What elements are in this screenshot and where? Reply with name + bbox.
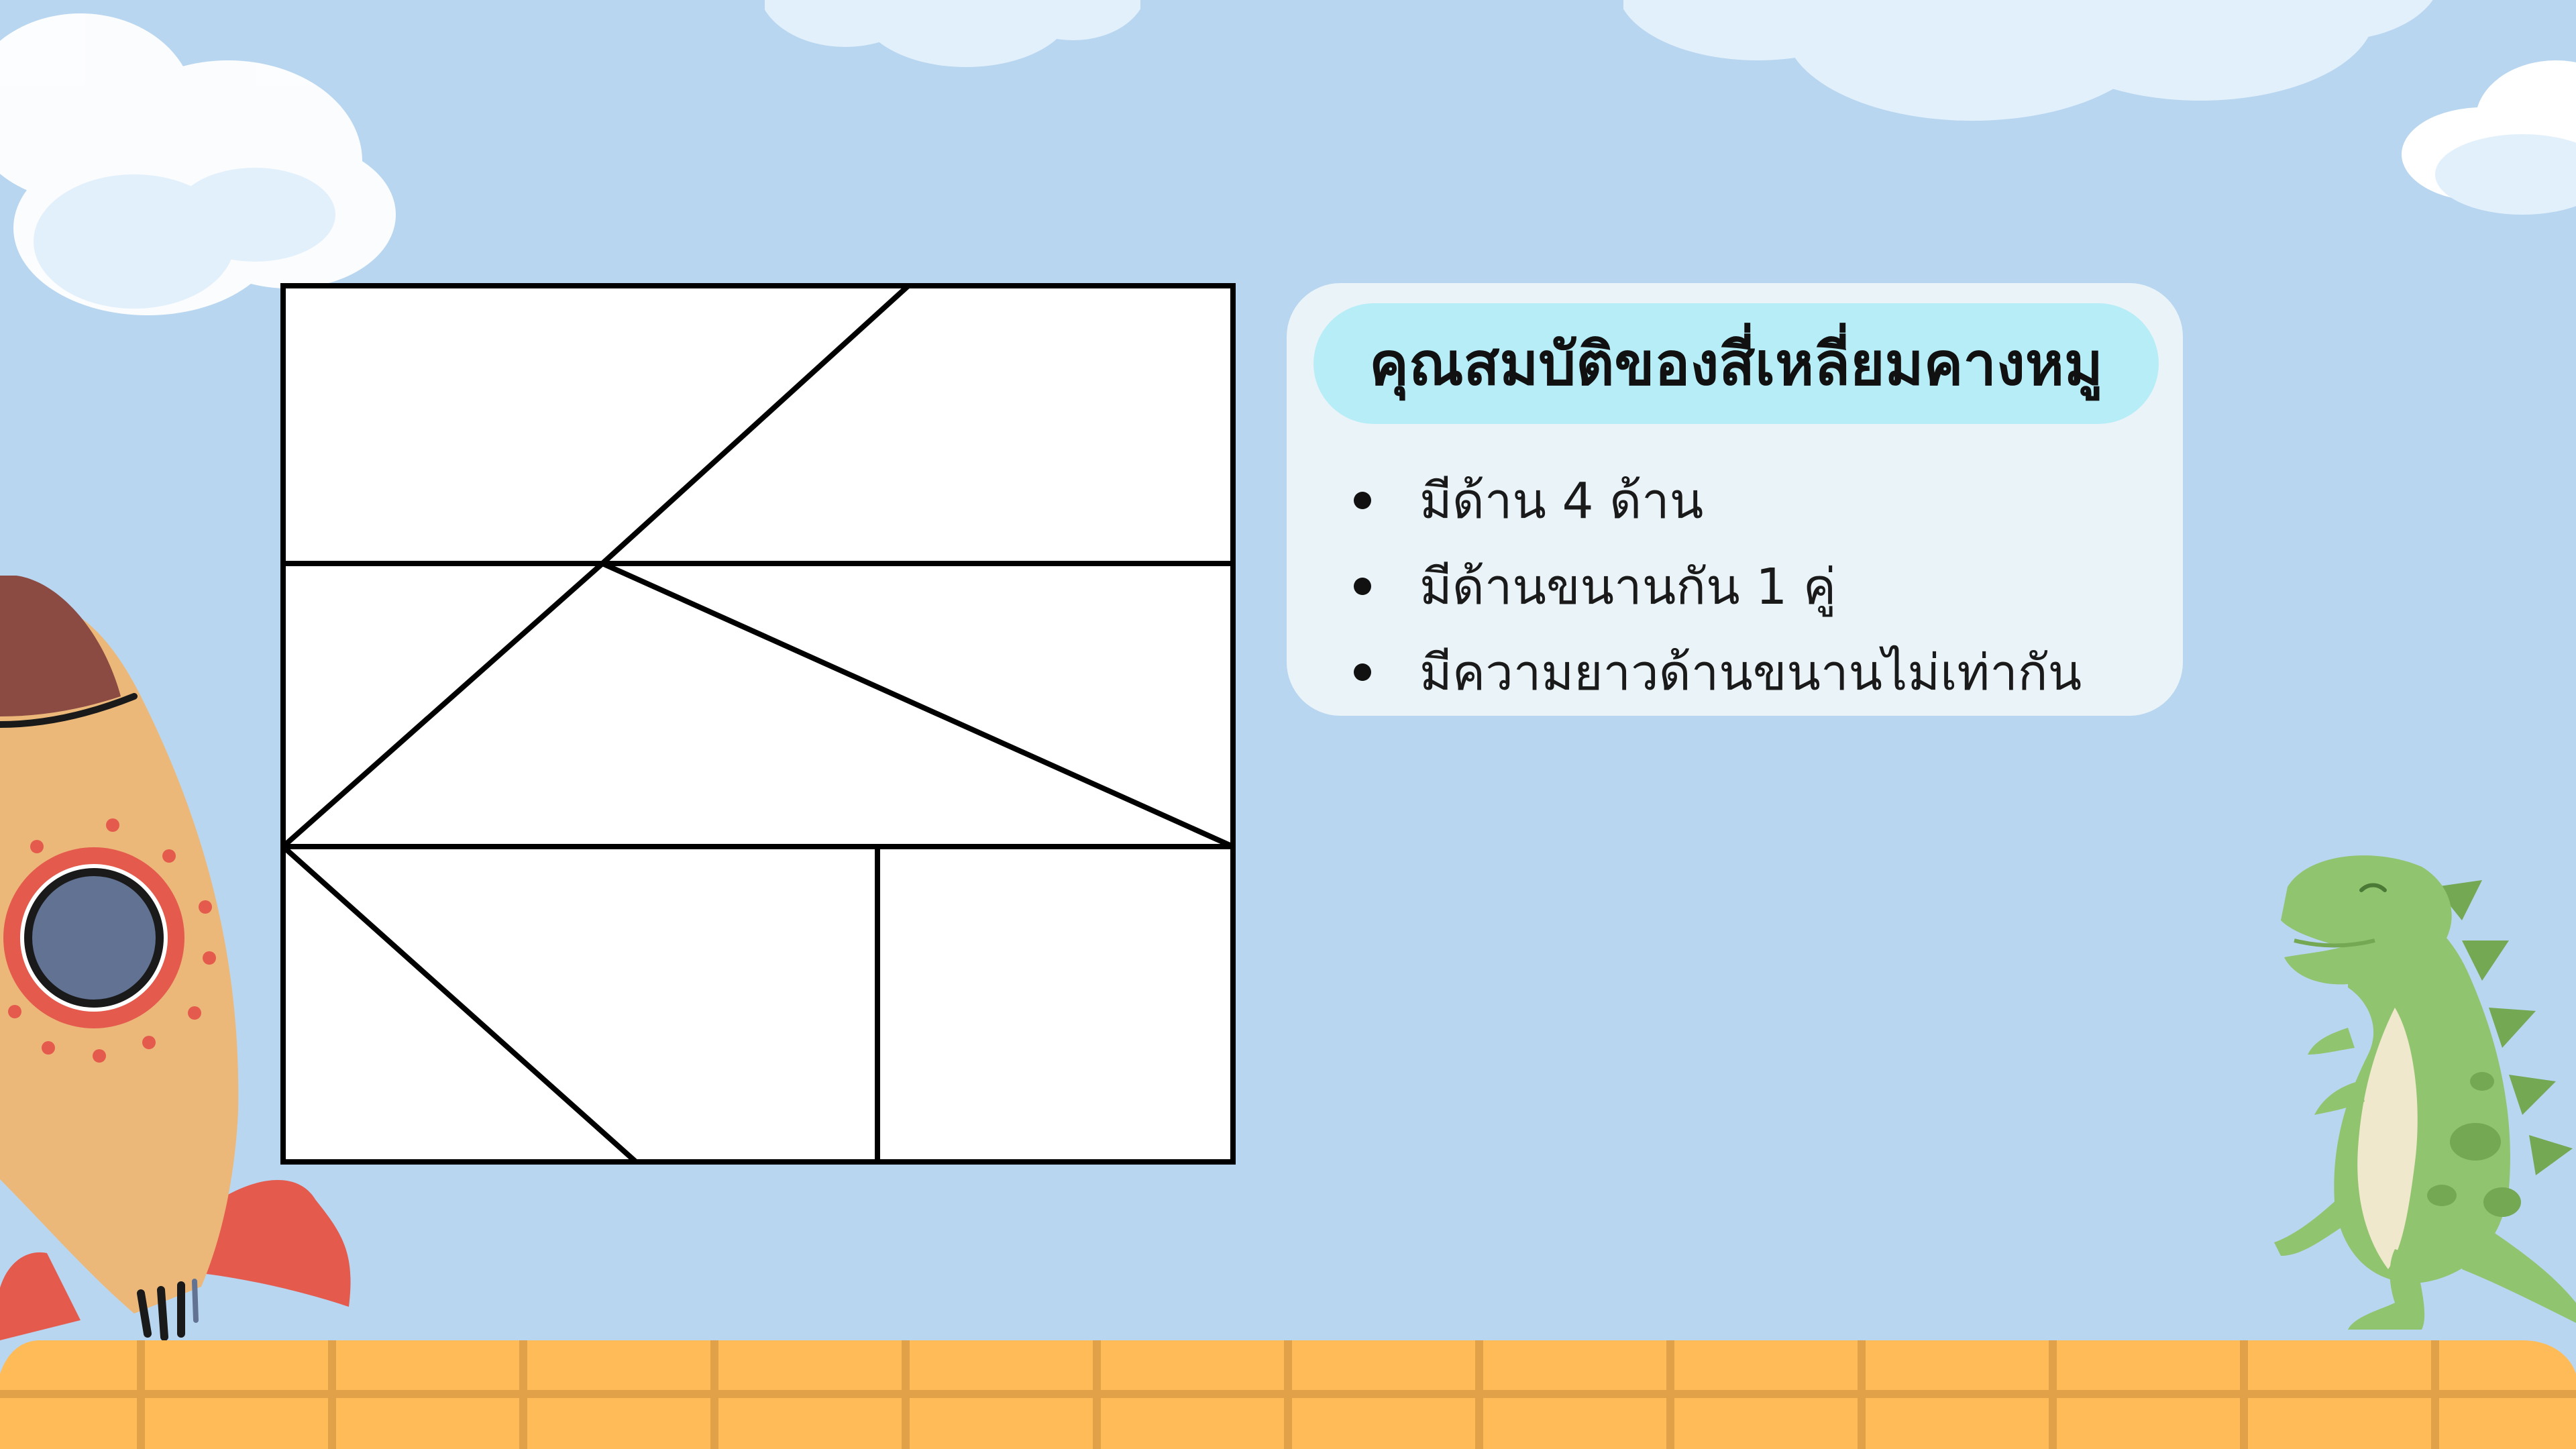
bullet-dot [1354, 578, 1371, 595]
list-item: มีด้านขนานกัน 1 คู่ [1354, 543, 2082, 629]
properties-card: คุณสมบัติของสี่เหลี่ยมคางหมู มีด้าน 4 ด้… [1287, 283, 2183, 716]
bullet-text: มีความยาวด้านขนานไม่เท่ากัน [1419, 644, 2082, 702]
figure-line [601, 561, 1234, 849]
figure-line [600, 284, 910, 566]
figure-outline [280, 283, 1236, 1165]
rocket-icon [0, 575, 362, 1350]
ground-bricks [0, 1340, 2576, 1449]
cloud-icon [2388, 54, 2576, 228]
list-item: มีความยาวด้านขนานไม่เท่ากัน [1354, 629, 2082, 715]
title-pill: คุณสมบัติของสี่เหลี่ยมคางหมู [1313, 303, 2159, 424]
bullet-dot [1354, 492, 1371, 509]
figure-line [281, 845, 638, 1164]
slide-title: คุณสมบัติของสี่เหลี่ยมคางหมู [1369, 329, 2103, 398]
tangram-figure [280, 283, 1236, 1165]
dinosaur-icon [2267, 840, 2576, 1352]
cloud-icon [765, 0, 1140, 80]
figure-line [281, 561, 604, 849]
bullet-dot [1354, 663, 1371, 681]
list-item: มีด้าน 4 ด้าน [1354, 458, 2082, 543]
bullet-text: มีด้านขนานกัน 1 คู่ [1419, 558, 1837, 616]
properties-list: มีด้าน 4 ด้าน มีด้านขนานกัน 1 คู่ มีความ… [1354, 458, 2082, 715]
cloud-icon [1623, 0, 2442, 134]
bullet-text: มีด้าน 4 ด้าน [1419, 472, 1704, 530]
cloud-icon [0, 0, 416, 349]
